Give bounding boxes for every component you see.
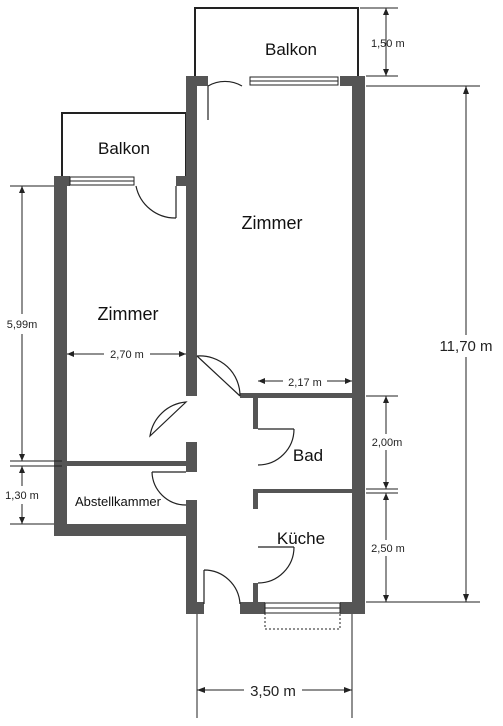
window-kueche-sill bbox=[264, 612, 341, 630]
doors bbox=[135, 80, 295, 605]
room-kueche: Küche bbox=[277, 529, 325, 548]
dim-zimmer-left-length: 5,99m bbox=[7, 319, 38, 331]
door-top-balkon bbox=[207, 80, 243, 120]
wall-right bbox=[352, 76, 365, 614]
door-zimmer-left bbox=[149, 401, 188, 438]
wall-kueche-left bbox=[253, 489, 258, 509]
wall-middle-bottom bbox=[186, 500, 197, 614]
dim-abstellkammer-length: 1,30 m bbox=[5, 490, 39, 502]
wall-bottom-a bbox=[186, 602, 204, 614]
wall-left-divider bbox=[62, 461, 190, 466]
wall-middle-low bbox=[186, 442, 197, 472]
dim-kueche-length: 2,50 m bbox=[371, 543, 405, 555]
room-abstellkammer: Abstellkammer bbox=[75, 494, 162, 509]
dimension-label-backgrounds bbox=[8, 314, 500, 699]
wall-bottom-b bbox=[240, 602, 265, 614]
wall-left-top-b bbox=[176, 176, 188, 186]
wall-left-outer bbox=[54, 176, 67, 536]
dimension-arrows bbox=[19, 8, 469, 693]
dim-total-width: 3,50 m bbox=[250, 683, 296, 700]
wall-bad-left bbox=[253, 393, 258, 429]
room-balkon-top: Balkon bbox=[265, 40, 317, 59]
wall-middle bbox=[186, 76, 197, 396]
wall-left-bottom bbox=[54, 524, 196, 536]
wall-bad-bottom bbox=[253, 489, 353, 493]
door-bad bbox=[257, 428, 295, 466]
dim-zimmer-right-width: 2,17 m bbox=[288, 377, 322, 389]
wall-bottom-c bbox=[340, 602, 365, 614]
room-bad: Bad bbox=[293, 446, 323, 465]
wall-bad-top bbox=[240, 393, 353, 398]
walls bbox=[54, 76, 365, 614]
dim-bad-length: 2,00m bbox=[372, 437, 403, 449]
dim-balkon-depth: 1,50 m bbox=[371, 38, 405, 50]
door-zimmer-right bbox=[196, 355, 241, 397]
door-left-balkon bbox=[135, 185, 177, 219]
room-zimmer-right: Zimmer bbox=[242, 213, 303, 233]
dim-zimmer-left-width: 2,70 m bbox=[110, 349, 144, 361]
door-abstellkammer bbox=[151, 471, 187, 506]
wall-kueche-left-low bbox=[253, 583, 258, 614]
windows bbox=[69, 76, 341, 630]
door-kueche bbox=[257, 546, 295, 584]
door-entrance bbox=[203, 569, 241, 605]
dim-total-length: 11,70 m bbox=[439, 338, 492, 355]
balkon-top-railing bbox=[194, 7, 359, 78]
room-balkon-left: Balkon bbox=[98, 139, 150, 158]
room-zimmer-left: Zimmer bbox=[98, 304, 159, 324]
